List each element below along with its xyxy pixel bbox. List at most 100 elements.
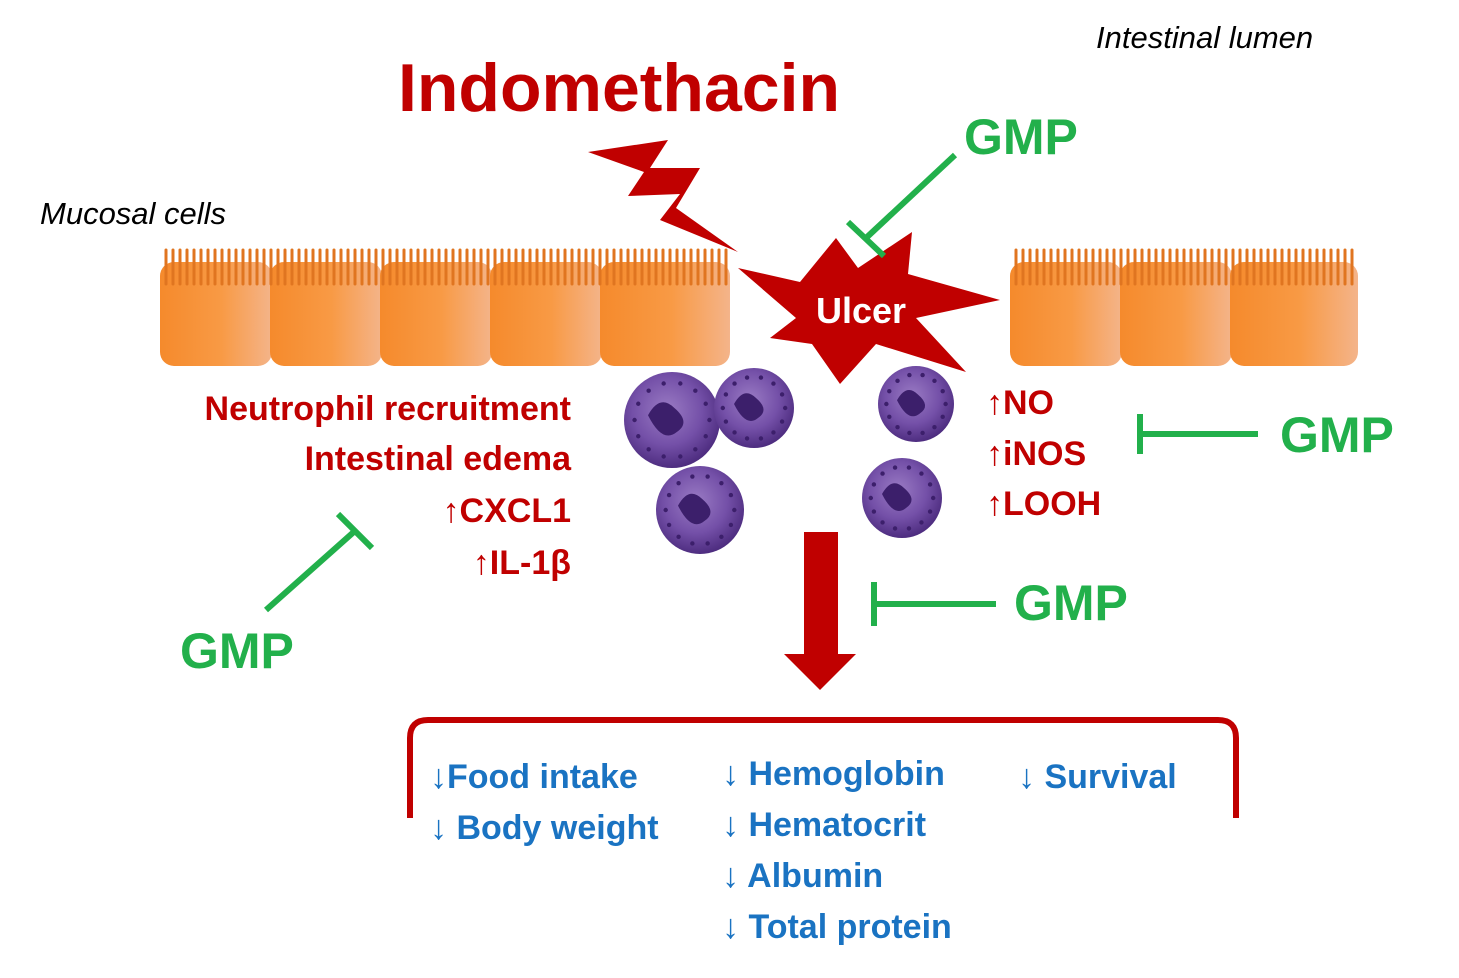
neutrophil-granule (646, 388, 651, 393)
inhibit-ulcer-bar (845, 219, 887, 259)
neutrophil-granule (907, 372, 912, 378)
neutrophil-nucleus (678, 493, 711, 525)
neutrophil-nucleus (648, 402, 684, 436)
neutrophil-granule (728, 492, 734, 498)
neutrophil-granule (676, 534, 681, 540)
neutrophil-granule (783, 405, 788, 411)
neutrophil-granule (632, 417, 637, 423)
left-effect: ↑IL-1β (472, 544, 571, 582)
neutrophil-granule (771, 381, 776, 386)
neutrophil-granule (744, 375, 750, 380)
neutrophil-granule (723, 419, 729, 424)
neutrophil-granule (880, 520, 885, 525)
neutrophil-granule (758, 436, 764, 441)
neutrophil-granule (892, 465, 898, 470)
neutrophil-granule (927, 509, 933, 514)
gmp-label-left: GMP (180, 623, 294, 679)
neutrophil-granule (895, 378, 900, 384)
inhibit-inflammation-bar (335, 511, 375, 551)
neutrophil-granule (880, 471, 885, 476)
ulcer-label: Ulcer (816, 290, 907, 331)
outcome-item: ↓ Survival (1018, 758, 1177, 796)
neutrophil-granule (932, 378, 937, 384)
neutrophil-nucleus (897, 389, 926, 417)
neutrophil-granule (779, 419, 785, 424)
gmp-label-top: GMP (964, 109, 1078, 165)
left-effect: Intestinal edema (304, 440, 571, 478)
outcome-bracket (407, 717, 1239, 818)
outcome-item: ↓ Total protein (722, 908, 952, 946)
right-marker: ↑iNOS (986, 435, 1087, 473)
neutrophil-granule (690, 541, 695, 546)
neutrophils (624, 366, 954, 554)
neutrophil-granule (884, 401, 889, 407)
outcome-item: ↓ Body weight (430, 809, 659, 847)
neutrophil-granule (744, 436, 750, 441)
neutrophil-granule (907, 430, 912, 436)
neutrophil-granule (703, 401, 708, 406)
neutrophil-granule (919, 520, 924, 525)
inhibit-inflammation-line (264, 527, 358, 613)
neutrophil-granule (661, 381, 666, 386)
neutrophil-granule (895, 424, 900, 430)
neutrophil-granule (661, 454, 666, 459)
neutrophil-granule (666, 492, 672, 498)
neutrophil-granule (719, 534, 724, 540)
neutrophil-granule (720, 405, 725, 411)
inhibit-ulcer-line (863, 152, 958, 241)
ulcer-starburst (738, 232, 1000, 384)
left-effect: ↑CXCL1 (442, 492, 571, 530)
left-effect: Neutrophil recruitment (204, 390, 571, 428)
neutrophil-granule (705, 541, 710, 546)
neutrophil-granule (693, 447, 698, 452)
neutrophil-granule (943, 401, 948, 407)
gmp-label-middle: GMP (1014, 575, 1128, 631)
mucosa-label: Mucosal cells (40, 196, 227, 231)
neutrophil-granule (732, 381, 737, 386)
neutrophil-granule (920, 430, 925, 436)
outcome-item: ↓Food intake (430, 758, 638, 796)
neutrophil-granule (663, 507, 668, 513)
neutrophil-granule (732, 507, 737, 513)
neutrophil-granule (779, 392, 785, 397)
neutrophil-granule (906, 465, 912, 470)
outcome-item: ↓ Hematocrit (722, 806, 927, 844)
outcome-item: ↓ Hemoglobin (722, 755, 945, 793)
neutrophil-granule (871, 482, 877, 487)
neutrophil-granule (906, 526, 912, 531)
lumen-label: Intestinal lumen (1096, 20, 1314, 55)
neutrophil-granule (871, 509, 877, 514)
neutrophil-granule (690, 474, 695, 479)
neutrophil-granule (758, 375, 764, 380)
neutrophil-granule (932, 424, 937, 430)
outcome-item: ↓ Albumin (722, 857, 884, 895)
neutrophil-granule (703, 434, 708, 439)
neutrophil-granule (723, 392, 729, 397)
neutrophil-nucleus (734, 393, 764, 421)
neutrophil-granule (919, 471, 924, 476)
neutrophil-granule (707, 417, 712, 423)
right-marker: ↑LOOH (986, 485, 1102, 523)
neutrophil-granule (636, 401, 641, 406)
neutrophil-granule (676, 480, 681, 486)
right-marker: ↑NO (986, 384, 1054, 422)
neutrophil-granule (636, 434, 641, 439)
neutrophil-granule (931, 495, 936, 501)
neutrophil-granule (646, 447, 651, 452)
drug-title: Indomethacin (398, 50, 841, 126)
neutrophil-granule (868, 495, 873, 501)
lightning-bolt-icon (588, 140, 738, 252)
neutrophil-granule (719, 480, 724, 486)
neutrophil-granule (693, 388, 698, 393)
neutrophil-nucleus (882, 483, 912, 511)
neutrophil-granule (892, 526, 898, 531)
neutrophil-granule (940, 388, 945, 394)
neutrophil-granule (771, 430, 776, 435)
mucosal-cells-right (1010, 248, 1358, 366)
neutrophil-granule (666, 522, 672, 528)
neutrophil-granule (728, 522, 734, 528)
neutrophil-granule (920, 372, 925, 378)
mucosal-cells-left (160, 248, 730, 366)
neutrophil-granule (732, 430, 737, 435)
